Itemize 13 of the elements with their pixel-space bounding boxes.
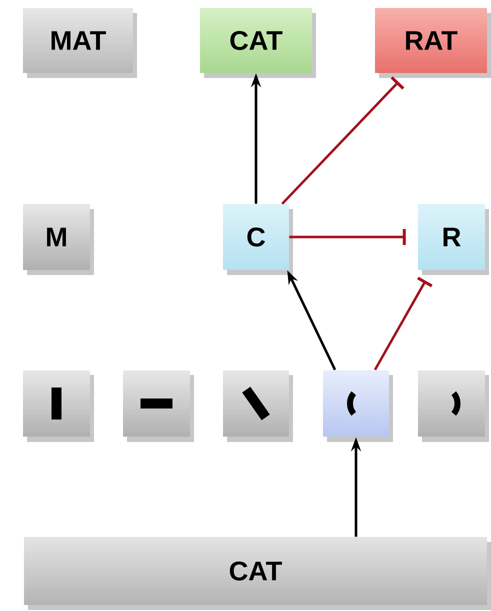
inhibition-edge <box>289 229 406 245</box>
label-box: C <box>223 204 293 275</box>
feature-box <box>323 370 393 442</box>
label-box: MAT <box>23 8 137 78</box>
feature-box <box>223 370 293 442</box>
feature-box <box>418 370 489 442</box>
label-box: RAT <box>375 8 491 78</box>
label-box: CAT <box>200 8 316 78</box>
feature-box <box>123 370 194 442</box>
label-box: R <box>418 204 489 275</box>
feature-box <box>23 370 94 442</box>
label-box: CAT <box>24 537 491 610</box>
label-box: M <box>23 204 94 275</box>
